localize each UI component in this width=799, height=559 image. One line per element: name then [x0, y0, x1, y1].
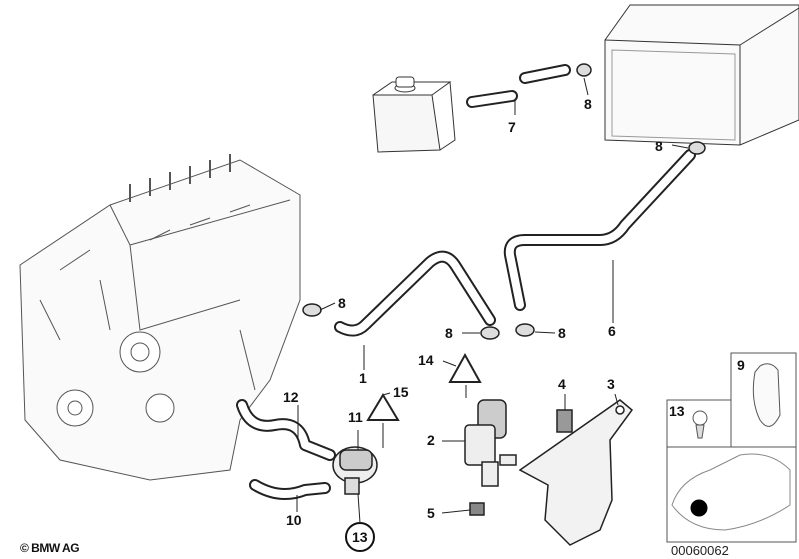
callout-2: 2 — [427, 432, 435, 448]
callout-9-inset: 9 — [737, 357, 745, 373]
callout-7: 7 — [508, 119, 516, 135]
clamp — [480, 326, 500, 340]
callout-14: 14 — [418, 352, 434, 368]
drawing-number: 00060062 — [671, 543, 729, 558]
callout-13-inset: 13 — [669, 403, 685, 419]
callout-11: 11 — [348, 409, 363, 425]
water-pump — [332, 446, 378, 495]
bracket — [518, 399, 634, 546]
callout-15: 15 — [393, 384, 409, 400]
callout-10: 10 — [286, 512, 302, 528]
callout-6: 6 — [608, 323, 616, 339]
clamp — [302, 303, 322, 317]
grommet — [556, 409, 573, 433]
callout-8: 8 — [445, 325, 453, 341]
callout-8: 8 — [655, 138, 663, 154]
callout-5: 5 — [427, 505, 435, 521]
callout-8: 8 — [338, 295, 346, 311]
expansion-tank — [372, 76, 456, 153]
heater-core-box — [604, 4, 799, 146]
callout-8: 8 — [558, 325, 566, 341]
clamp — [688, 141, 706, 155]
valve — [464, 399, 517, 487]
callout-4: 4 — [558, 376, 566, 392]
callout-8: 8 — [584, 96, 592, 112]
engine — [19, 154, 301, 481]
callout-3: 3 — [607, 376, 615, 392]
callout-1: 1 — [359, 370, 367, 386]
copyright: © BMW AG — [20, 541, 80, 555]
clamp — [515, 323, 535, 337]
inset-panels — [666, 352, 797, 543]
warning-triangle — [448, 352, 482, 383]
callout-13-circled: 13 — [352, 529, 368, 545]
clamp — [576, 63, 592, 77]
callout-12: 12 — [283, 389, 299, 405]
nut — [469, 502, 485, 516]
warning-triangle — [366, 393, 400, 421]
